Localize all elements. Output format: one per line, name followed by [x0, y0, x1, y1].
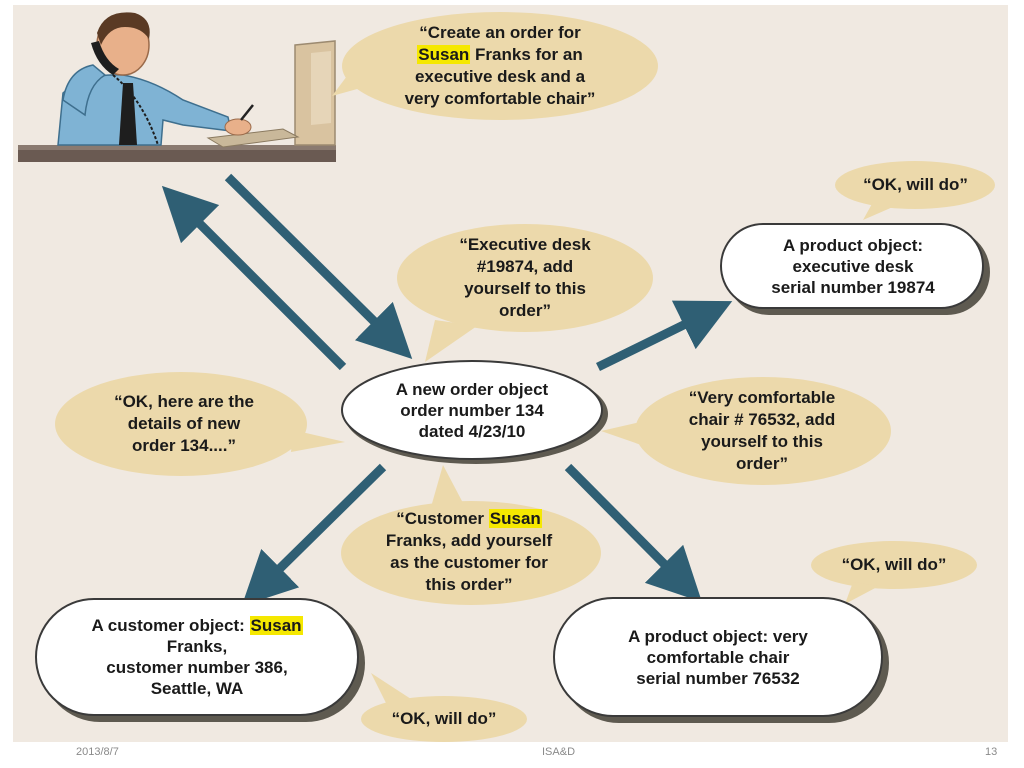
bubble-executive-desk-line2: #19874, add	[476, 257, 574, 276]
bubble-ok-customer: “OK, will do”	[359, 673, 529, 742]
object-customer-line1: A customer object:	[91, 616, 250, 635]
bubble-customer-line4: this order”	[425, 575, 513, 594]
bubble-chair-line2: chair # 76532, add	[688, 410, 836, 429]
bubble-chair-line4: order”	[736, 454, 788, 473]
bubble-chair: “Very comfortable chair # 76532, add you…	[601, 375, 893, 487]
arrow-to-product-chair	[564, 463, 703, 603]
bubble-customer-line2: Franks, add yourself	[385, 531, 553, 550]
bubble-executive-desk: “Executive desk #19874, add yourself to …	[395, 222, 655, 362]
bubble-create-order-line1: “Create an order for	[419, 23, 581, 42]
footer-date: 2013/8/7	[76, 746, 119, 758]
object-product-desk: A product object: executive desk serial …	[720, 223, 992, 315]
bubble-ok-chair-text: “OK, will do”	[841, 555, 947, 574]
object-order-line3: dated 4/23/10	[418, 422, 526, 441]
arrows-layer	[161, 173, 733, 606]
arrow-to-customer	[241, 463, 387, 606]
bubble-create-order-line4: very comfortable chair”	[404, 89, 596, 108]
bubble-ok-desk: “OK, will do”	[833, 160, 998, 220]
object-product-chair-line1: A product object: very	[628, 626, 808, 646]
arrow-to-product-desk	[596, 300, 733, 372]
arrow-group	[161, 173, 733, 606]
bubble-customer: “Customer Susan Franks, add yourself as …	[335, 465, 603, 607]
object-customer: A customer object: Susan Franks, custome…	[35, 598, 365, 722]
object-product-chair: A product object: very comfortable chair…	[553, 597, 889, 723]
bubble-ok-details-line2: details of new	[127, 414, 241, 433]
slide: “Create an order for Susan Franks for an…	[13, 5, 1008, 742]
bubble-chair-line3: yourself to this	[701, 432, 823, 451]
bubble-create-order-line2: Franks for an	[470, 45, 583, 64]
object-customer-line2: Franks,	[166, 637, 228, 656]
object-order-line1: A new order object	[395, 380, 549, 399]
bubble-executive-desk-line4: order”	[499, 301, 551, 320]
object-customer-line3: customer number 386,	[106, 658, 288, 677]
bubble-executive-desk-line1: “Executive desk	[459, 235, 591, 254]
object-product-chair-line2: comfortable chair	[646, 647, 790, 667]
bubble-ok-desk-text: “OK, will do”	[863, 175, 968, 194]
person-at-computer-illustration	[18, 12, 336, 162]
bubble-ok-customer-text: “OK, will do”	[391, 709, 497, 728]
bubble-ok-chair: “OK, will do”	[809, 540, 979, 604]
bubble-chair-line1: “Very comfortable	[688, 388, 836, 407]
object-product-desk-line1: A product object:	[782, 235, 924, 255]
bubble-ok-details-line1: “OK, here are the	[114, 392, 254, 411]
object-product-chair-line3: serial number 76532	[636, 668, 800, 688]
highlight-susan: Susan	[417, 45, 471, 64]
arrow-to-person	[161, 185, 347, 371]
highlight-susan-3: Susan	[249, 616, 303, 635]
object-product-desk-line2: executive desk	[792, 256, 914, 276]
bubble-create-order-line3: executive desk and a	[414, 67, 586, 86]
bubble-executive-desk-line3: yourself to this	[464, 279, 586, 298]
object-order-line2: order number 134	[400, 401, 544, 420]
object-order: A new order object order number 134 date…	[338, 358, 608, 464]
bubble-customer-line3: as the customer for	[390, 553, 548, 572]
object-customer-line4: Seattle, WA	[150, 679, 244, 698]
bubble-ok-details: “OK, here are the details of new order 1…	[53, 370, 345, 478]
highlight-susan-2: Susan	[488, 509, 542, 528]
object-product-desk-line3: serial number 19874	[771, 277, 935, 297]
footer-center: ISA&D	[542, 746, 576, 758]
bubble-customer-line1: “Customer	[396, 509, 489, 528]
arrow-to-order	[224, 173, 413, 359]
bubble-create-order: “Create an order for Susan Franks for an…	[332, 10, 660, 122]
bubble-ok-details-line3: order 134....”	[132, 436, 236, 455]
footer-page-number: 13	[985, 746, 998, 758]
